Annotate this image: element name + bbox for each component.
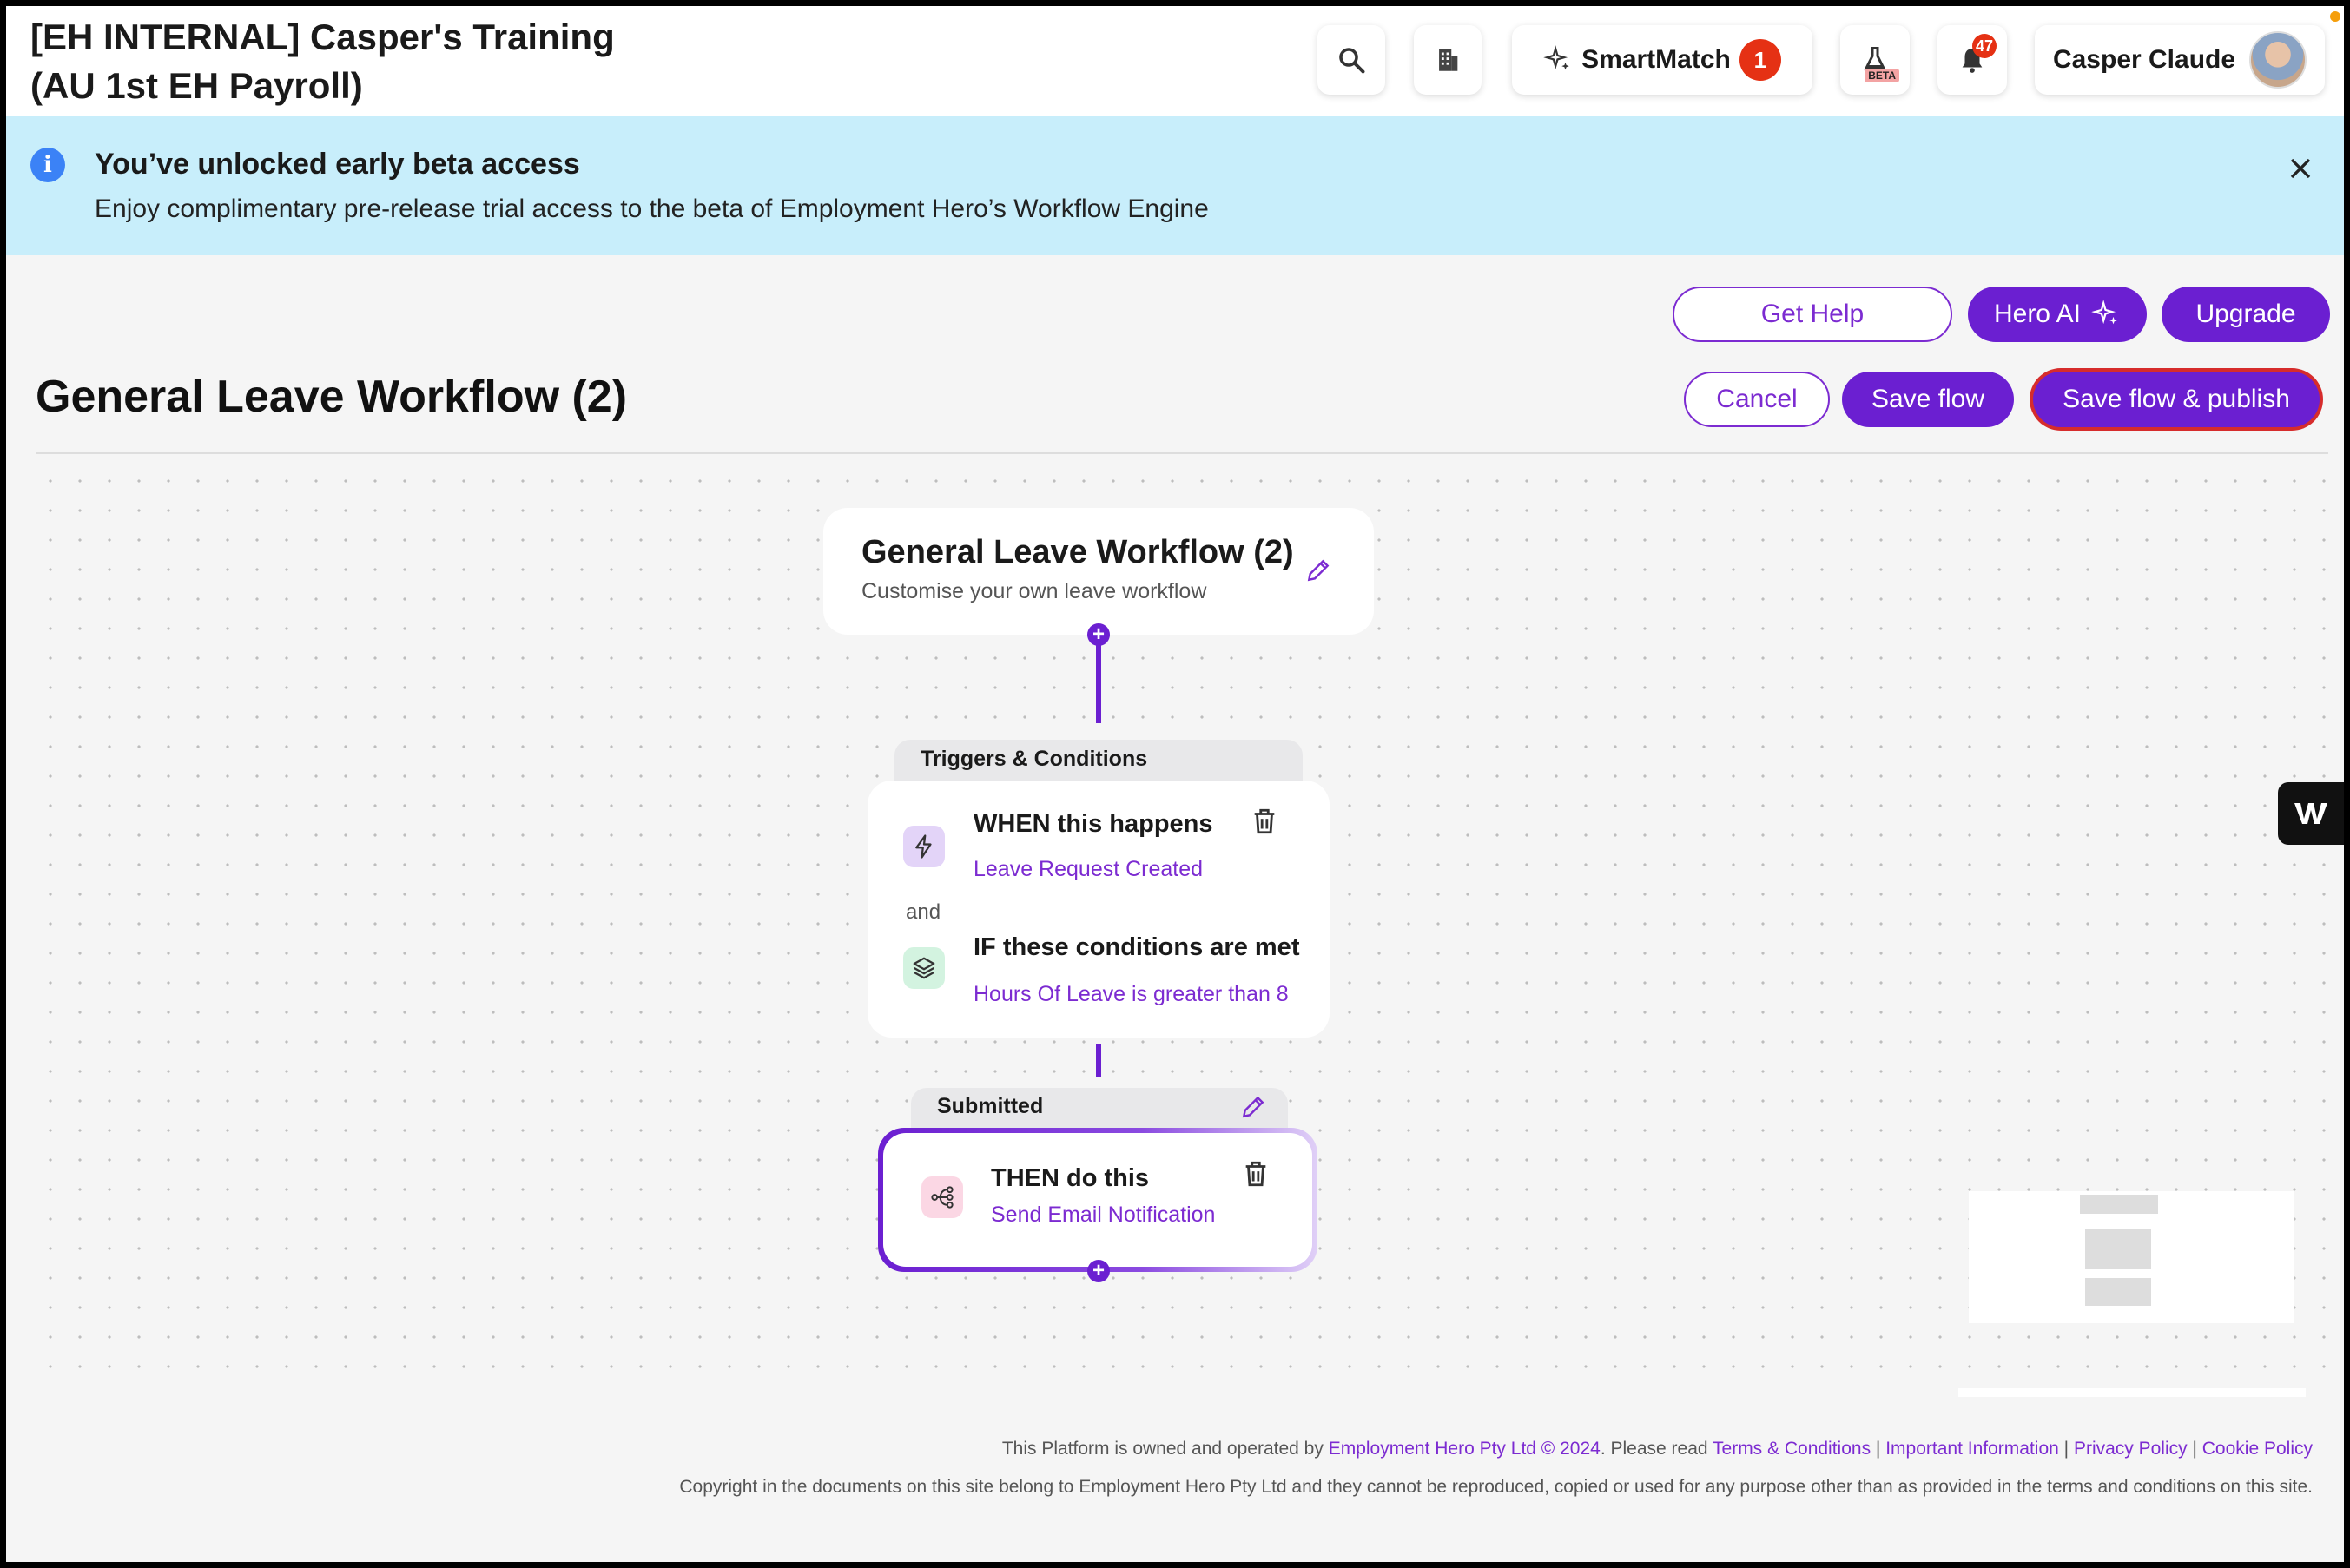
workflow-header-node[interactable]: General Leave Workflow (2) Customise you…	[823, 508, 1374, 635]
notification-count-badge: 47	[1972, 34, 1997, 58]
save-and-publish-button[interactable]: Save flow & publish	[2033, 372, 2320, 427]
and-connector-text: and	[906, 900, 941, 924]
connector-line	[1096, 1044, 1101, 1077]
if-title: IF these conditions are met	[974, 933, 1300, 961]
get-help-button[interactable]: Get Help	[1673, 287, 1952, 342]
w-logo-icon	[2294, 803, 2327, 824]
layers-icon	[903, 947, 945, 989]
footer-copyright: Copyright in the documents on this site …	[679, 1477, 2313, 1497]
organisation-title-line2: (AU 1st EH Payroll)	[30, 65, 363, 106]
save-and-publish-label: Save flow & publish	[2063, 385, 2290, 413]
triggers-conditions-tab: Triggers & Conditions	[894, 740, 1303, 785]
cancel-label: Cancel	[1716, 385, 1798, 413]
lightning-icon	[903, 826, 945, 867]
beta-labs-button[interactable]: BETA	[1840, 25, 1910, 95]
then-action-card-body: THEN do this Send Email Notification	[883, 1133, 1312, 1267]
footer-important-info-link[interactable]: Important Information	[1885, 1439, 2059, 1459]
user-menu-button[interactable]: Casper Claude	[2035, 25, 2325, 95]
banner-title: You’ve unlocked early beta access	[95, 148, 580, 181]
edit-step-pencil-icon[interactable]	[1239, 1093, 1267, 1121]
status-dot	[2330, 11, 2340, 22]
info-icon: i	[30, 148, 65, 182]
avatar	[2249, 31, 2307, 89]
close-icon[interactable]	[2283, 151, 2318, 186]
footer-owned-text: This Platform is owned and operated by	[1001, 1439, 1329, 1459]
workflow-description: Customise your own leave workflow	[861, 579, 1207, 603]
branch-icon	[921, 1176, 963, 1218]
save-flow-label: Save flow	[1871, 385, 1985, 413]
submitted-label: Submitted	[937, 1094, 1044, 1118]
footer-privacy-link[interactable]: Privacy Policy	[2073, 1439, 2188, 1459]
canvas-controls-bar	[1958, 1388, 2306, 1397]
then-action-link[interactable]: Send Email Notification	[991, 1202, 1216, 1227]
then-title: THEN do this	[991, 1164, 1150, 1192]
search-icon	[1339, 48, 1365, 74]
page-title: General Leave Workflow (2)	[36, 372, 628, 422]
smartmatch-label: SmartMatch	[1581, 45, 1731, 74]
banner-text: Enjoy complimentary pre-release trial ac…	[95, 194, 1209, 223]
app-window: [EH INTERNAL] Casper's Training (AU 1st …	[6, 6, 2344, 1562]
search-button[interactable]	[1317, 25, 1385, 95]
add-step-button[interactable]: +	[1087, 623, 1110, 646]
footer-separator: |	[2187, 1439, 2202, 1459]
add-action-button[interactable]: +	[1087, 1260, 1110, 1282]
minimap-node	[2085, 1278, 2151, 1306]
then-action-card[interactable]: THEN do this Send Email Notification	[878, 1128, 1317, 1272]
minimap-node	[2085, 1229, 2151, 1269]
footer-cookie-link[interactable]: Cookie Policy	[2201, 1439, 2313, 1459]
beta-tag: BETA	[1865, 69, 1899, 82]
footer-read-text: . Please read	[1600, 1439, 1713, 1459]
hero-ai-button[interactable]: Hero AI	[1968, 287, 2147, 342]
footer-separator: |	[1871, 1439, 1886, 1459]
edit-workflow-pencil-icon[interactable]	[1304, 557, 1332, 584]
hero-ai-label: Hero AI	[1993, 300, 2082, 328]
triggers-card[interactable]: WHEN this happens Leave Request Created …	[868, 781, 1330, 1038]
smartmatch-button[interactable]: SmartMatch 1	[1512, 25, 1812, 95]
organisation-switcher-button[interactable]	[1414, 25, 1482, 95]
when-title: WHEN this happens	[974, 810, 1213, 838]
sparkle-icon	[1543, 45, 1569, 70]
upgrade-label: Upgrade	[2195, 300, 2296, 328]
notifications-button[interactable]: 47	[1937, 25, 2007, 95]
footer-company-link[interactable]: Employment Hero Pty Ltd © 2024	[1328, 1439, 1601, 1459]
organisation-title-line1: [EH INTERNAL] Casper's Training	[30, 16, 615, 57]
minimap-node	[2080, 1195, 2158, 1214]
user-name: Casper Claude	[2052, 45, 2236, 74]
beta-access-banner: i You’ve unlocked early beta access Enjo…	[6, 116, 2344, 255]
save-flow-button[interactable]: Save flow	[1842, 372, 2014, 427]
get-help-label: Get Help	[1760, 300, 1865, 328]
footer-separator: |	[2058, 1439, 2074, 1459]
building-icon	[1439, 49, 1458, 71]
connector-line	[1096, 645, 1101, 723]
title-divider	[36, 452, 2328, 454]
triggers-conditions-label: Triggers & Conditions	[921, 747, 1148, 771]
submitted-tab: Submitted	[911, 1088, 1288, 1130]
footer-ownership-line: This Platform is owned and operated by E…	[1002, 1439, 2313, 1459]
workflow-canvas[interactable]: General Leave Workflow (2) Customise you…	[36, 466, 2328, 1387]
side-widget-tab[interactable]	[2278, 782, 2344, 845]
organisation-title: [EH INTERNAL] Casper's Training (AU 1st …	[30, 13, 690, 110]
smartmatch-count-badge: 1	[1739, 39, 1781, 81]
when-trigger-link[interactable]: Leave Request Created	[974, 857, 1204, 881]
upgrade-button[interactable]: Upgrade	[2162, 287, 2330, 342]
if-condition-link[interactable]: Hours Of Leave is greater than 8	[974, 982, 1289, 1006]
delete-trigger-trash-icon[interactable]	[1250, 807, 1279, 836]
cancel-button[interactable]: Cancel	[1684, 372, 1830, 427]
top-header: [EH INTERNAL] Casper's Training (AU 1st …	[6, 6, 2344, 116]
canvas-minimap[interactable]	[1969, 1191, 2294, 1323]
footer-terms-link[interactable]: Terms & Conditions	[1713, 1439, 1871, 1459]
workflow-name: General Leave Workflow (2)	[861, 534, 1294, 570]
sparkle-icon	[2091, 300, 2117, 325]
delete-action-trash-icon[interactable]	[1241, 1159, 1271, 1189]
